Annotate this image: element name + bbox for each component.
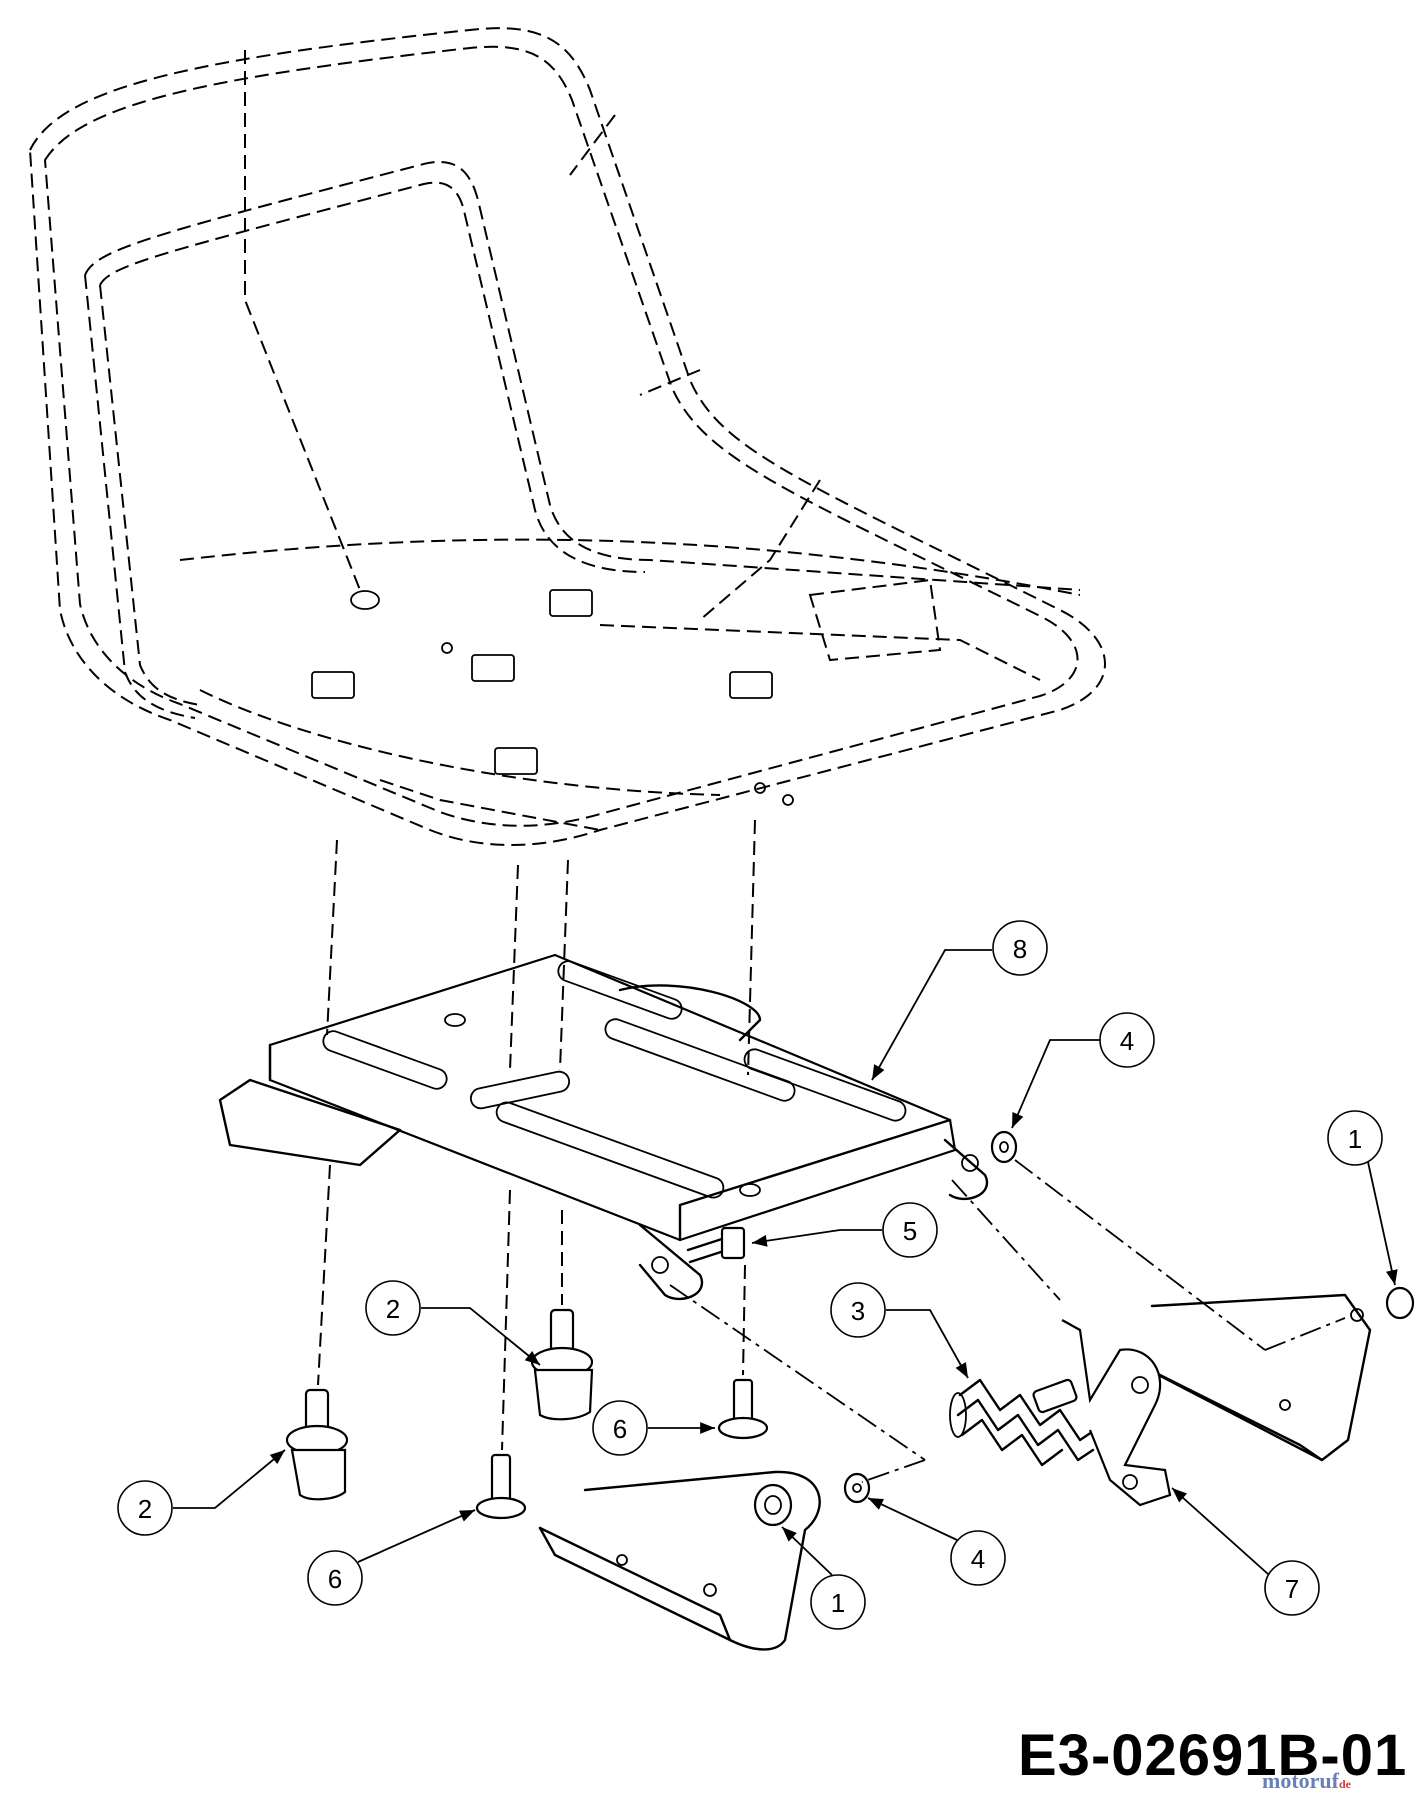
- tension-spring: [949, 1378, 1097, 1467]
- callout-arrowhead: [1172, 1488, 1188, 1503]
- callout-circle: [810, 1574, 866, 1630]
- watermark-tld: de: [1338, 1777, 1351, 1791]
- callout-6: 6: [592, 1400, 715, 1456]
- callout-leader: [1011, 1039, 1100, 1129]
- callout-circle: [882, 1202, 938, 1258]
- callout-circle: [1264, 1560, 1320, 1616]
- callout-layer: 8 4 1 5 3 2 6 2 4 6 1 7: [117, 920, 1398, 1630]
- washer-lower: [843, 1472, 871, 1504]
- callout-arrowhead: [524, 1351, 540, 1365]
- callout-circle: [992, 920, 1048, 976]
- callout-circle: [365, 1280, 421, 1336]
- callout-4: 4: [1011, 1012, 1155, 1129]
- callout-6: 6: [307, 1509, 476, 1606]
- hex-nut-left: [753, 1483, 793, 1527]
- callout-arrowhead: [1012, 1112, 1024, 1128]
- callout-7: 7: [1171, 1487, 1320, 1616]
- seat-mounting-plate: [218, 953, 989, 1301]
- callout-leader: [886, 1309, 969, 1379]
- seat: [28, 27, 1106, 846]
- callout-circle: [1099, 1012, 1155, 1068]
- callout-arrowhead: [269, 1450, 285, 1465]
- callout-number: 1: [1348, 1124, 1362, 1154]
- callout-leader: [867, 1497, 958, 1541]
- latch-plate: [1061, 1319, 1172, 1507]
- callout-arrowhead: [868, 1498, 884, 1510]
- callout-arrowhead: [872, 1064, 885, 1080]
- drawing-code: E3-02691B-01: [1018, 1723, 1408, 1788]
- callout-leader: [357, 1509, 476, 1563]
- callout-number: 6: [328, 1564, 342, 1594]
- callout-circle: [950, 1530, 1006, 1586]
- callout-number: 2: [386, 1294, 400, 1324]
- callout-leader: [871, 949, 992, 1081]
- shoulder-bolt-center: [717, 1378, 769, 1440]
- callout-number: 5: [903, 1216, 917, 1246]
- callout-leader: [1367, 1161, 1396, 1286]
- callout-number: 6: [613, 1414, 627, 1444]
- callout-leader: [421, 1307, 541, 1366]
- callout-circle: [1327, 1110, 1383, 1166]
- bumper-left: [285, 1388, 349, 1501]
- callout-arrowhead: [700, 1422, 715, 1434]
- callout-number: 4: [971, 1544, 985, 1574]
- callout-number: 4: [1120, 1026, 1134, 1056]
- callout-arrowhead: [782, 1527, 797, 1542]
- callout-5: 5: [751, 1202, 938, 1258]
- callout-arrowhead: [752, 1234, 768, 1247]
- right-hinge-bracket: [1118, 1293, 1372, 1462]
- washer-upper: [990, 1130, 1018, 1164]
- callout-8: 8: [871, 920, 1048, 1081]
- bumper-center: [530, 1308, 594, 1421]
- callout-1: 1: [781, 1526, 866, 1630]
- callout-circle: [117, 1480, 173, 1536]
- shoulder-bolt-left: [475, 1453, 527, 1520]
- watermark-brand: motoruf: [1262, 1768, 1339, 1793]
- callout-number: 1: [831, 1588, 845, 1618]
- callout-number: 2: [138, 1494, 152, 1524]
- washer-lower-hole: [852, 1483, 862, 1493]
- left-hinge-bracket: [538, 1470, 821, 1651]
- callout-3: 3: [830, 1282, 969, 1379]
- callout-leader: [1171, 1487, 1269, 1575]
- callout-arrowhead: [459, 1510, 475, 1522]
- callout-number: 7: [1285, 1574, 1299, 1604]
- callout-circle: [830, 1282, 886, 1338]
- callout-circle: [307, 1550, 363, 1606]
- callout-leader: [751, 1229, 882, 1244]
- callout-leader: [173, 1449, 286, 1509]
- callout-2: 2: [117, 1449, 286, 1536]
- callout-circle: [592, 1400, 648, 1456]
- callout-1: 1: [1327, 1110, 1398, 1286]
- alignment-lines: [317, 819, 1346, 1483]
- callout-2: 2: [365, 1280, 541, 1366]
- washer-upper-hole: [999, 1141, 1009, 1153]
- watermark: motorufde: [1262, 1768, 1351, 1794]
- hex-nut-right: [1385, 1286, 1415, 1320]
- callout-arrowhead: [955, 1362, 968, 1378]
- callout-4: 4: [867, 1497, 1006, 1586]
- callout-arrowhead: [1386, 1269, 1398, 1285]
- spring-bolt: [686, 1226, 746, 1264]
- callout-number: 3: [851, 1296, 865, 1326]
- callout-number: 8: [1013, 934, 1027, 964]
